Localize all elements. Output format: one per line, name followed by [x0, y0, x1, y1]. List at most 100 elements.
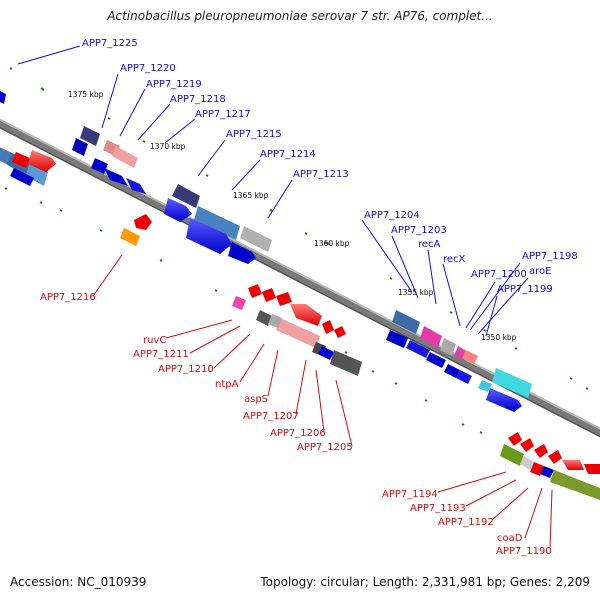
gene-feature — [492, 368, 532, 398]
reverse-genes — [120, 214, 600, 500]
gene-feature — [248, 284, 262, 298]
gene-feature — [520, 456, 534, 470]
gene-feature — [584, 464, 600, 474]
gene-feature — [406, 340, 430, 358]
gene-label: coaD — [497, 533, 523, 544]
gene-feature — [426, 352, 446, 368]
gene-label: APP7_1216 — [40, 292, 96, 303]
gene-label: APP7_1207 — [243, 411, 299, 422]
gene-label: APP7_1217 — [195, 109, 251, 120]
gene-feature — [456, 370, 472, 384]
gene-feature — [562, 460, 584, 470]
gene-feature — [256, 310, 272, 326]
gene-feature — [72, 138, 88, 156]
forward-genes — [0, 91, 532, 412]
gene-feature — [126, 178, 146, 194]
tick-label: 1365 kbp — [233, 191, 269, 200]
gene-label: APP7_1193 — [410, 503, 466, 514]
gene-feature — [268, 314, 282, 328]
gene-feature — [0, 147, 10, 164]
gene-label: APP7_1220 — [120, 63, 176, 74]
map-title: Actinobacillus pleuropneumoniae serovar … — [107, 9, 493, 23]
gene-feature — [486, 388, 522, 412]
gene-label: APP7_1214 — [260, 149, 316, 160]
gene-label: APP7_1190 — [496, 546, 552, 557]
gene-label: APP7_1210 — [158, 364, 214, 375]
gene-label: APP7_1198 — [522, 251, 578, 262]
gene-label: ntpA — [215, 379, 239, 390]
gene-label: APP7_1211 — [133, 349, 189, 360]
gene-feature — [530, 462, 544, 476]
gene-feature — [240, 226, 272, 252]
gene-feature — [444, 364, 460, 378]
gene-feature — [262, 288, 276, 302]
gene-feature — [12, 152, 30, 168]
forward-gene-labels: APP7_1225 APP7_1220 APP7_1219 APP7_1218 … — [82, 38, 578, 295]
gene-label: APP7_1218 — [170, 94, 226, 105]
gene-feature — [478, 380, 492, 392]
gene-label: APP7_1219 — [146, 79, 202, 90]
gene-feature — [134, 214, 152, 230]
gene-feature — [28, 150, 56, 172]
gene-feature — [232, 296, 246, 310]
gene-feature — [440, 338, 456, 356]
forward-leaders — [17, 45, 529, 337]
gene-feature — [276, 318, 320, 348]
gene-feature — [548, 450, 562, 464]
gene-label: recA — [418, 239, 441, 250]
tick-label: 1360 kbp — [314, 239, 350, 248]
gene-label: APP7_1194 — [382, 489, 438, 500]
gene-feature — [172, 184, 200, 208]
gene-feature — [276, 292, 292, 306]
gene-feature — [91, 158, 108, 174]
gene-label: APP7_1206 — [270, 428, 326, 439]
gene-feature — [80, 126, 100, 146]
gene-label: APP7_1199 — [497, 284, 553, 295]
gene-feature — [540, 466, 554, 478]
gene-feature — [508, 432, 522, 446]
gene-feature — [420, 326, 442, 348]
gene-feature — [330, 350, 362, 376]
tick-label: 1370 kbp — [150, 142, 186, 151]
gene-feature — [550, 470, 600, 500]
gene-feature — [120, 228, 140, 246]
gene-label: recX — [443, 254, 466, 265]
gene-feature — [534, 444, 548, 458]
gene-feature — [26, 162, 48, 186]
gene-label: APP7_1203 — [391, 225, 447, 236]
gene-feature — [228, 242, 256, 264]
gene-feature — [322, 320, 334, 334]
tick-label: 1350 kbp — [481, 333, 517, 342]
gene-feature — [386, 330, 408, 348]
gene-feature — [0, 91, 6, 104]
tick-label: 1375 kbp — [68, 90, 104, 99]
gene-label: APP7_1192 — [438, 517, 494, 528]
genome-backbone — [0, 120, 600, 436]
gene-label: APP7_1215 — [226, 129, 282, 140]
reverse-gene-labels: APP7_1216 ruvC APP7_1211 APP7_1210 ntpA … — [40, 292, 552, 557]
gene-feature — [186, 218, 232, 254]
topology-text: Topology: circular; Length: 2,331,981 bp… — [260, 575, 590, 589]
gene-label: aroE — [529, 266, 551, 277]
gene-feature — [462, 350, 478, 364]
gene-feature — [392, 310, 420, 334]
gene-label: APP7_1200 — [471, 269, 527, 280]
gene-feature — [194, 206, 240, 240]
gene-feature — [104, 168, 128, 186]
gene-label: ruvC — [143, 335, 166, 346]
gene-feature — [334, 326, 346, 338]
gene-feature — [520, 438, 534, 452]
gene-label: APP7_1225 — [82, 38, 138, 49]
outer-tick-ring — [9, 67, 589, 390]
gene-label: APP7_1204 — [364, 210, 420, 221]
gene-label: APP7_1213 — [293, 169, 349, 180]
gene-feature — [290, 304, 322, 326]
reverse-leaders — [92, 254, 553, 549]
accession-text: Accession: NC_010939 — [10, 575, 147, 589]
gene-feature — [318, 346, 334, 360]
gene-feature — [500, 444, 524, 466]
gene-label: APP7_1205 — [297, 442, 353, 453]
gene-feature — [10, 168, 34, 186]
inner-tick-ring — [4, 187, 483, 434]
